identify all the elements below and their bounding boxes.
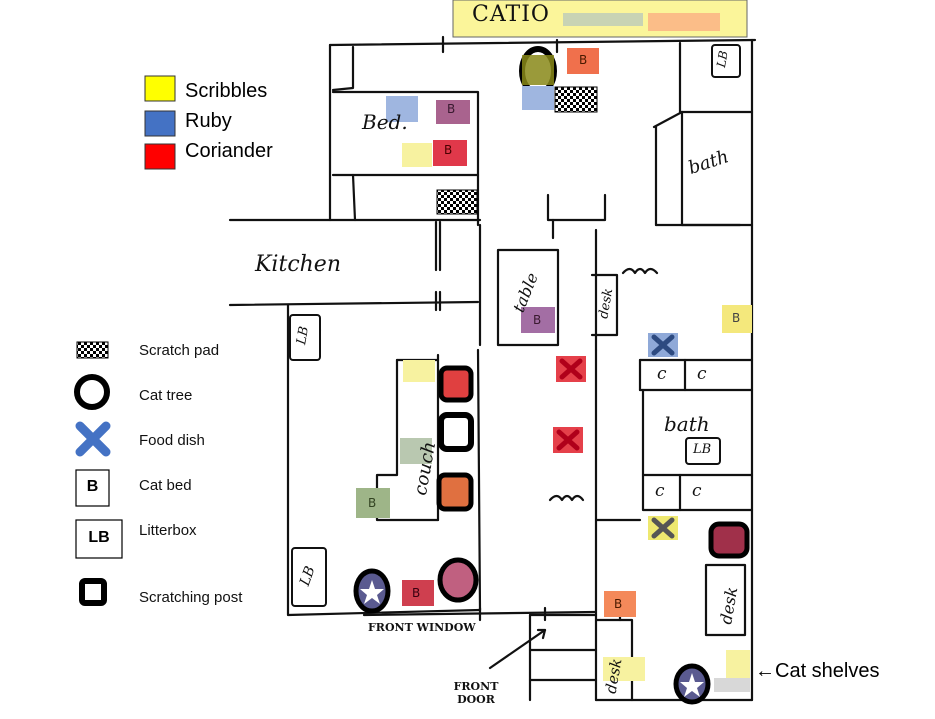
bed-marker-right bbox=[722, 305, 752, 333]
star-icon bbox=[360, 580, 384, 604]
litterbox-glyph: LB bbox=[294, 325, 313, 346]
bath-mid-label: bath bbox=[664, 412, 710, 436]
cat-shelf bbox=[714, 678, 750, 692]
ruby-spot-couch bbox=[400, 438, 432, 464]
ruby-spot-bed bbox=[386, 96, 418, 122]
star-icon bbox=[680, 673, 704, 697]
closet-label: c bbox=[657, 364, 667, 384]
front-window-label: FRONT WINDOW bbox=[368, 621, 476, 634]
cat-tree-top-fill bbox=[522, 55, 554, 85]
scribbles-spot-bed bbox=[402, 143, 432, 167]
cat-color-legend bbox=[144, 75, 176, 170]
bed-label: Bed. bbox=[362, 110, 408, 134]
litterbox-glyph: LB bbox=[693, 442, 712, 457]
scribbles-spot-shelves bbox=[726, 650, 750, 678]
legend-litterbox-icon bbox=[75, 519, 123, 559]
legend-litterbox-glyph: LB bbox=[88, 529, 110, 546]
bed-glyph: B bbox=[732, 311, 741, 325]
litterbox-glyph: LB bbox=[714, 49, 731, 69]
cat-spots bbox=[356, 48, 752, 692]
legend-swatch-coriander bbox=[144, 143, 176, 170]
litterboxes bbox=[289, 44, 741, 607]
legend-label-scratch-pad: Scratch pad bbox=[139, 342, 220, 359]
bed-glyph: B bbox=[444, 143, 453, 157]
legend-label-ruby: Ruby bbox=[185, 110, 232, 132]
closet-label: c bbox=[697, 364, 707, 384]
bed-marker-door bbox=[604, 591, 636, 617]
scratching-posts bbox=[436, 365, 750, 559]
legend-label-litterbox: Litterbox bbox=[139, 522, 197, 539]
legend-label-food-dish: Food dish bbox=[139, 432, 205, 449]
bed-glyph: B bbox=[412, 586, 421, 600]
bed-glyph: B bbox=[533, 313, 542, 327]
legend-food-dish-icon bbox=[75, 421, 111, 457]
legend-label-scribbles: Scribbles bbox=[185, 80, 268, 102]
ruby-spot-top bbox=[522, 86, 554, 110]
litterbox-top-right bbox=[711, 44, 741, 78]
scribbles-spot-couch bbox=[403, 360, 435, 382]
walls bbox=[228, 35, 757, 702]
legend-cat-bed-glyph: B bbox=[86, 478, 99, 495]
catio-label: CATIO bbox=[472, 2, 550, 27]
legend-label-scratching-post: Scratching post bbox=[139, 589, 243, 606]
cat-shelves-label: ←Cat shelves bbox=[755, 660, 880, 682]
symbol-legend bbox=[74, 341, 123, 606]
bed-marker-table bbox=[521, 307, 555, 333]
scratch-pad-bed bbox=[436, 189, 478, 215]
litterbox-left bbox=[289, 314, 321, 361]
closet-label: c bbox=[692, 481, 702, 501]
kitchen-label: Kitchen bbox=[255, 252, 341, 277]
bed-glyph: B bbox=[579, 53, 588, 67]
bed-marker-bed-1 bbox=[436, 100, 470, 124]
legend-scratching-post-icon bbox=[79, 578, 107, 606]
litterbox-bath bbox=[685, 437, 721, 465]
bed-glyph: B bbox=[447, 102, 456, 116]
bed-marker-bed-2 bbox=[433, 140, 467, 166]
legend-label-coriander: Coriander bbox=[185, 140, 273, 162]
bed-glyph: B bbox=[614, 597, 623, 611]
stars bbox=[360, 580, 704, 697]
catio-coriander-spot bbox=[648, 13, 720, 31]
bed-marker-window bbox=[402, 580, 434, 606]
scratch-pad-top bbox=[554, 86, 598, 113]
catio-ruby-spot bbox=[563, 13, 643, 26]
bed-glyph: B bbox=[368, 496, 377, 510]
legend-swatch-scribbles bbox=[144, 75, 176, 102]
front-door-label: FRONT DOOR bbox=[453, 680, 499, 706]
scribbles-spot-desk bbox=[603, 657, 645, 681]
legend-cat-bed-icon bbox=[75, 469, 110, 507]
bed-marker-couch bbox=[356, 488, 390, 518]
legend-label-cat-tree: Cat tree bbox=[139, 387, 193, 404]
closet-label: c bbox=[655, 481, 665, 501]
legend-cat-tree-icon bbox=[74, 374, 110, 410]
food-dishes bbox=[553, 333, 678, 540]
legend-scratch-pad-icon bbox=[76, 341, 109, 359]
legend-label-cat-bed: Cat bed bbox=[139, 477, 192, 494]
bed-marker-top bbox=[567, 48, 599, 74]
legend-swatch-ruby bbox=[144, 110, 176, 137]
litterbox-bottom-left bbox=[291, 547, 327, 607]
